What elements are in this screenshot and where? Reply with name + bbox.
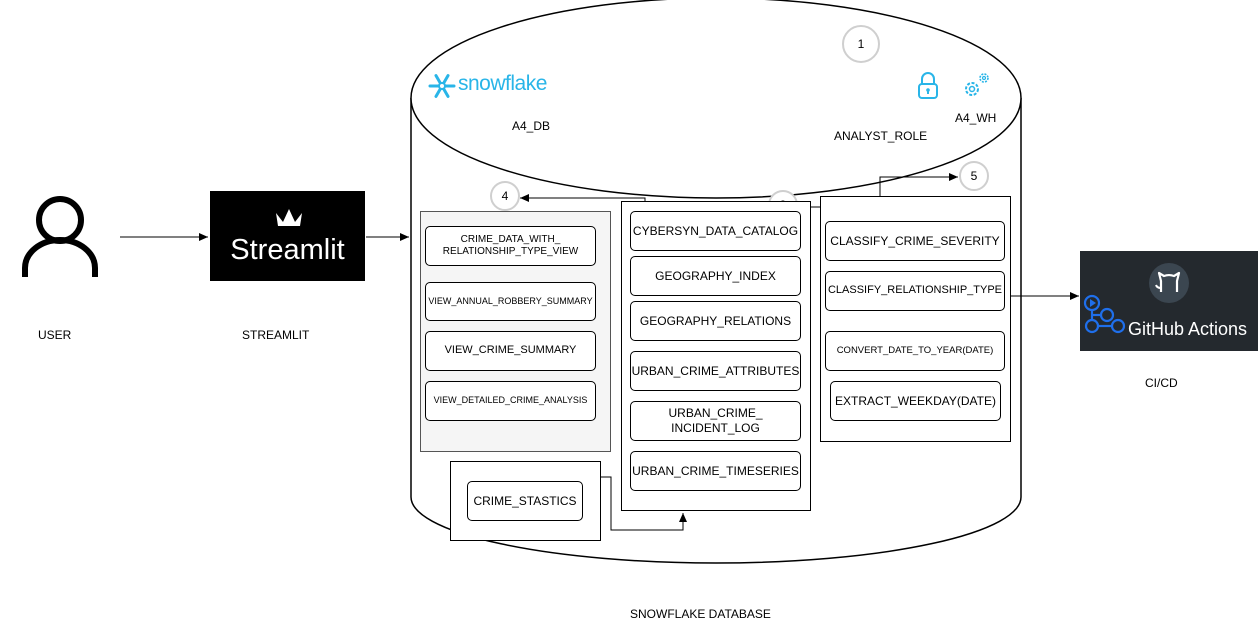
role-label: ANALYST_ROLE xyxy=(834,129,928,143)
database-caption: SNOWFLAKE DATABASE xyxy=(630,607,771,621)
view-detailed-crime-analysis[interactable]: VIEW_DETAILED_CRIME_ANALYSIS xyxy=(425,381,596,421)
table-geography-relations[interactable]: GEOGRAPHY_RELATIONS xyxy=(630,301,801,341)
crown-icon xyxy=(276,209,302,226)
table-crime-statistics[interactable]: CRIME_STASTICS xyxy=(467,481,583,521)
snowflake-brand-text: snowflake xyxy=(458,72,547,95)
streamlit-logo: Streamlit xyxy=(210,191,365,281)
streamlit-label: STREAMLIT xyxy=(242,328,310,342)
view-crime-summary[interactable]: VIEW_CRIME_SUMMARY xyxy=(425,331,596,371)
step-4-badge: 4 xyxy=(490,181,520,211)
function-extract-weekday[interactable]: EXTRACT_WEEKDAY(DATE) xyxy=(830,381,1001,421)
function-convert-date-to-year[interactable]: CONVERT_DATE_TO_YEAR(DATE) xyxy=(825,331,1005,371)
warehouse-gear-icon xyxy=(965,73,989,96)
user-label: USER xyxy=(38,328,72,342)
cicd-label: CI/CD xyxy=(1145,376,1178,390)
github-actions-logo: GitHub Actions xyxy=(1080,251,1258,351)
table-urban-crime-attributes[interactable]: URBAN_CRIME_ATTRIBUTES xyxy=(630,351,801,391)
table-cybersyn-data-catalog[interactable]: CYBERSYN_DATA_CATALOG xyxy=(630,211,801,251)
github-logo-text: GitHub Actions xyxy=(1128,319,1248,339)
table-geography-index[interactable]: GEOGRAPHY_INDEX xyxy=(630,256,801,296)
table-urban-crime-timeseries[interactable]: URBAN_CRIME_TIMESERIES xyxy=(630,451,801,491)
workflow-icon xyxy=(1083,294,1126,334)
github-octocat-icon xyxy=(1149,263,1189,303)
step-1-badge: 1 xyxy=(842,25,880,63)
warehouse-label: A4_WH xyxy=(955,111,997,125)
function-classify-crime-severity[interactable]: CLASSIFY_CRIME_SEVERITY xyxy=(825,221,1005,261)
arrow-statistics-tables xyxy=(583,476,687,531)
streamlit-logo-text: Streamlit xyxy=(230,234,345,266)
snowflake-logo-icon xyxy=(428,74,456,98)
view-annual-robbery-summary[interactable]: VIEW_ANNUAL_ROBBERY_SUMMARY xyxy=(425,282,596,321)
function-classify-relationship-type[interactable]: CLASSIFY_RELATIONSHIP_TYPE xyxy=(825,271,1005,311)
step-5-badge: 5 xyxy=(959,161,989,191)
view-crime-data-with-relationship[interactable]: CRIME_DATA_WITH_ RELATIONSHIP_TYPE_VIEW xyxy=(425,226,596,266)
database-name: A4_DB xyxy=(512,119,551,133)
user-icon xyxy=(22,196,98,277)
table-urban-crime-incident-log[interactable]: URBAN_CRIME_ INCIDENT_LOG xyxy=(630,401,801,441)
lock-icon xyxy=(918,72,938,99)
